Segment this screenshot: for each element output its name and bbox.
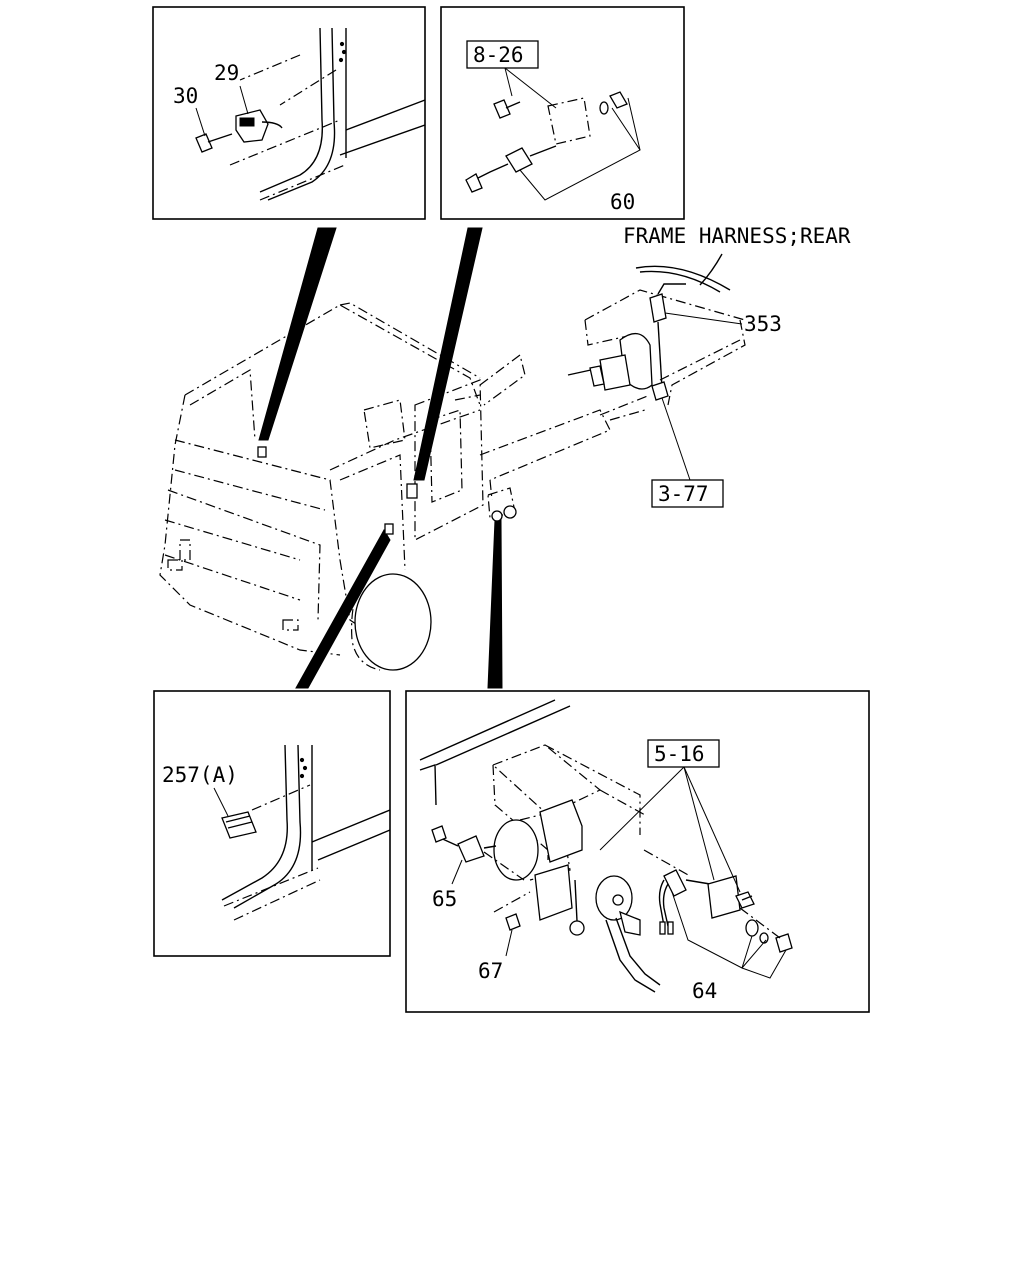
callout-353: 353 [744, 312, 782, 336]
inset-257a: 257(A) [153, 690, 391, 957]
callout-65: 65 [432, 887, 457, 911]
ref-box-3-77 [651, 479, 724, 508]
pointer-wedge-lower-left [295, 529, 391, 689]
pointer-wedge-mid [413, 227, 483, 481]
callout-64: 64 [692, 979, 717, 1003]
pointer-wedge-lower-right [487, 519, 503, 689]
inset-door-switch: 29 30 [152, 6, 426, 220]
ref-box-8-26 [466, 40, 539, 69]
harness-label: FRAME HARNESS;REAR [623, 224, 851, 248]
callout-60: 60 [610, 190, 635, 214]
callout-67: 67 [478, 959, 503, 983]
inset-switch-60: 8-26 60 [440, 6, 685, 220]
callout-8-26: 8-26 [473, 43, 524, 67]
pointer-wedge-left [258, 227, 337, 441]
callout-5-16: 5-16 [654, 742, 705, 766]
callout-257a: 257(A) [162, 763, 238, 787]
callout-3-77: 3-77 [658, 482, 709, 506]
inset-switch-group: 65 67 5-16 64 [405, 690, 870, 1013]
truck-main-view: 353 3-77 [159, 227, 782, 689]
callout-29: 29 [214, 61, 239, 85]
callout-30: 30 [173, 84, 198, 108]
